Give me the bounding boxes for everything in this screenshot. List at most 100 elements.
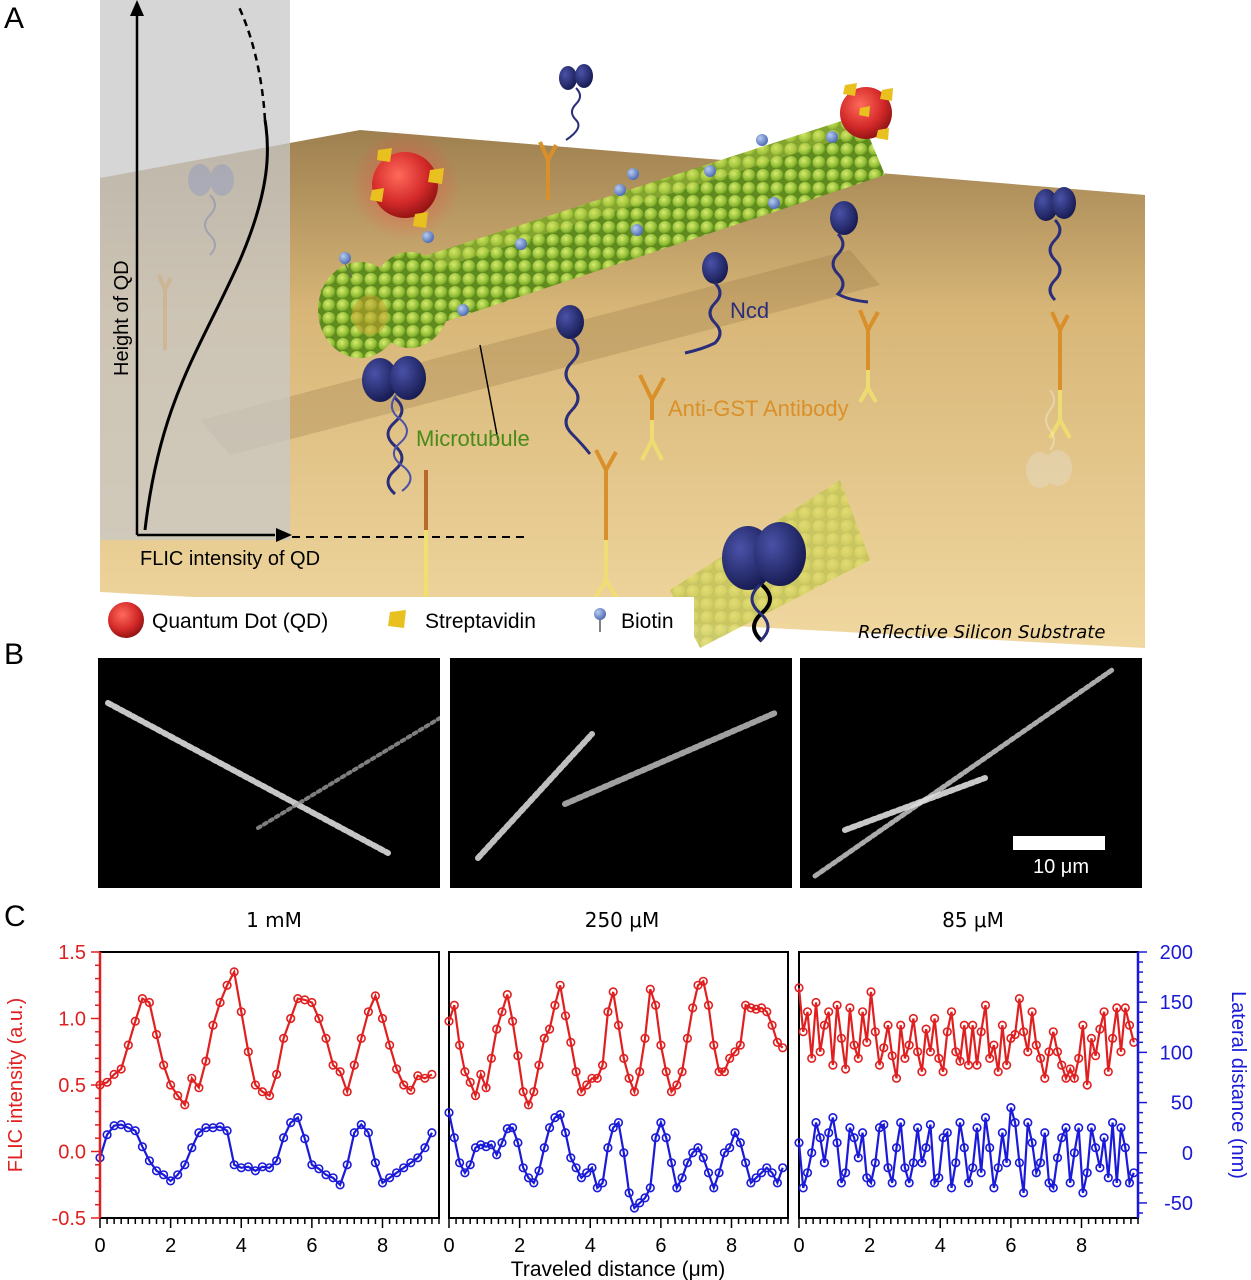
flic-point bbox=[951, 1047, 961, 1057]
flic-point bbox=[624, 1073, 634, 1083]
flic-point bbox=[544, 1024, 555, 1034]
lateral-point bbox=[942, 1128, 952, 1138]
flic-point bbox=[497, 1007, 507, 1017]
flic-point bbox=[682, 1033, 693, 1043]
lateral-point bbox=[640, 1193, 650, 1203]
x-tick-label: 6 bbox=[1005, 1235, 1016, 1257]
lateral-point bbox=[529, 1178, 539, 1188]
lateral-point bbox=[370, 1158, 381, 1168]
lateral-point bbox=[693, 1143, 703, 1153]
flic-point bbox=[719, 1067, 730, 1077]
x-tick-label: 8 bbox=[726, 1235, 737, 1257]
lateral-point bbox=[989, 1183, 999, 1193]
lateral-point bbox=[772, 1178, 783, 1188]
flic-point bbox=[730, 1047, 740, 1057]
lateral-point bbox=[740, 1158, 751, 1168]
lateral-point bbox=[677, 1173, 687, 1183]
flic-point bbox=[746, 1003, 756, 1013]
flic-point bbox=[603, 1007, 613, 1017]
lateral-point bbox=[523, 1173, 534, 1183]
lateral-point bbox=[1090, 1143, 1101, 1153]
x-tick-label: 2 bbox=[514, 1235, 525, 1257]
lateral-point bbox=[645, 1183, 655, 1193]
panel-letter-b: B bbox=[4, 638, 25, 671]
legend-qd: Quantum Dot (QD) bbox=[152, 610, 328, 633]
biotin-legend-icon bbox=[594, 608, 606, 620]
micrograph-1mm bbox=[98, 658, 440, 888]
qd-legend-icon bbox=[108, 602, 144, 638]
x-tick-label: 0 bbox=[793, 1235, 804, 1257]
flic-point bbox=[130, 1016, 140, 1026]
flic-point bbox=[1065, 1064, 1075, 1074]
flic-point bbox=[900, 1053, 910, 1063]
flic-point bbox=[1112, 1003, 1122, 1013]
lateral-point bbox=[335, 1180, 345, 1190]
flic-point bbox=[1048, 1027, 1058, 1037]
lateral-point bbox=[1107, 1118, 1118, 1128]
flic-point bbox=[222, 980, 232, 990]
flic-point bbox=[406, 1085, 416, 1095]
lateral-point bbox=[502, 1124, 512, 1134]
flic-point bbox=[703, 1000, 714, 1010]
flic-point bbox=[486, 1053, 497, 1063]
lateral-point bbox=[356, 1120, 366, 1130]
flic-point bbox=[272, 1069, 282, 1079]
lateral-point bbox=[840, 1168, 851, 1178]
flic-point bbox=[449, 1000, 459, 1010]
lateral-point bbox=[1027, 1138, 1037, 1148]
x-axis-title: Traveled distance (μm) bbox=[511, 1258, 725, 1280]
quantum-dot-large bbox=[350, 130, 460, 240]
flic-point bbox=[942, 1027, 952, 1037]
lateral-distance-line bbox=[447, 1112, 784, 1210]
micrograph-250um-filaments bbox=[475, 710, 778, 861]
lateral-point bbox=[1112, 1178, 1122, 1188]
flic-point bbox=[751, 1004, 761, 1014]
lateral-point bbox=[1052, 1153, 1063, 1163]
flic-point bbox=[866, 987, 876, 997]
left-y-tick-label: 0.5 bbox=[58, 1075, 86, 1097]
flic-point bbox=[507, 1016, 518, 1026]
flic-point bbox=[629, 1087, 640, 1097]
flic-point bbox=[959, 1020, 969, 1030]
lateral-point bbox=[735, 1138, 745, 1148]
micrograph-85um-filaments bbox=[812, 667, 1115, 879]
flic-point bbox=[513, 1051, 523, 1061]
lateral-point bbox=[377, 1178, 388, 1188]
flic-point bbox=[166, 1080, 176, 1090]
right-y-tick-label: 0 bbox=[1182, 1143, 1193, 1165]
lateral-point bbox=[413, 1153, 423, 1163]
lateral-point bbox=[666, 1158, 677, 1168]
lateral-point bbox=[908, 1158, 919, 1168]
ncd-label: Ncd bbox=[730, 298, 769, 323]
lateral-point bbox=[286, 1118, 296, 1128]
left-y-tick-label: 1.0 bbox=[58, 1009, 86, 1031]
x-tick-label: 4 bbox=[236, 1235, 247, 1257]
flic-point bbox=[1090, 1051, 1101, 1061]
lateral-point bbox=[544, 1123, 555, 1133]
flic-point bbox=[587, 1073, 597, 1083]
lateral-point bbox=[1018, 1188, 1029, 1198]
faded-ncd-background bbox=[1026, 389, 1072, 488]
lateral-point bbox=[566, 1153, 576, 1163]
lateral-point bbox=[420, 1143, 430, 1153]
flic-point bbox=[887, 1051, 897, 1061]
lateral-point bbox=[802, 1168, 813, 1178]
lateral-point bbox=[507, 1123, 518, 1133]
flic-point bbox=[116, 1064, 126, 1074]
flic-point bbox=[363, 1007, 374, 1017]
x-tick-label: 0 bbox=[94, 1235, 105, 1257]
lateral-point bbox=[900, 1163, 910, 1173]
condition-label-2: 250 μM bbox=[584, 908, 660, 932]
flic-point bbox=[635, 1067, 645, 1077]
flic-point bbox=[455, 1040, 465, 1050]
flic-point bbox=[656, 1040, 666, 1050]
lateral-point bbox=[917, 1158, 927, 1168]
lateral-point bbox=[250, 1166, 260, 1176]
lateral-point bbox=[921, 1143, 931, 1153]
flic-point bbox=[465, 1077, 475, 1087]
right-y-tick-label: 200 bbox=[1160, 942, 1193, 964]
lateral-point bbox=[460, 1168, 470, 1178]
right-y-tick-label: 150 bbox=[1160, 992, 1193, 1014]
lateral-point bbox=[215, 1122, 225, 1132]
